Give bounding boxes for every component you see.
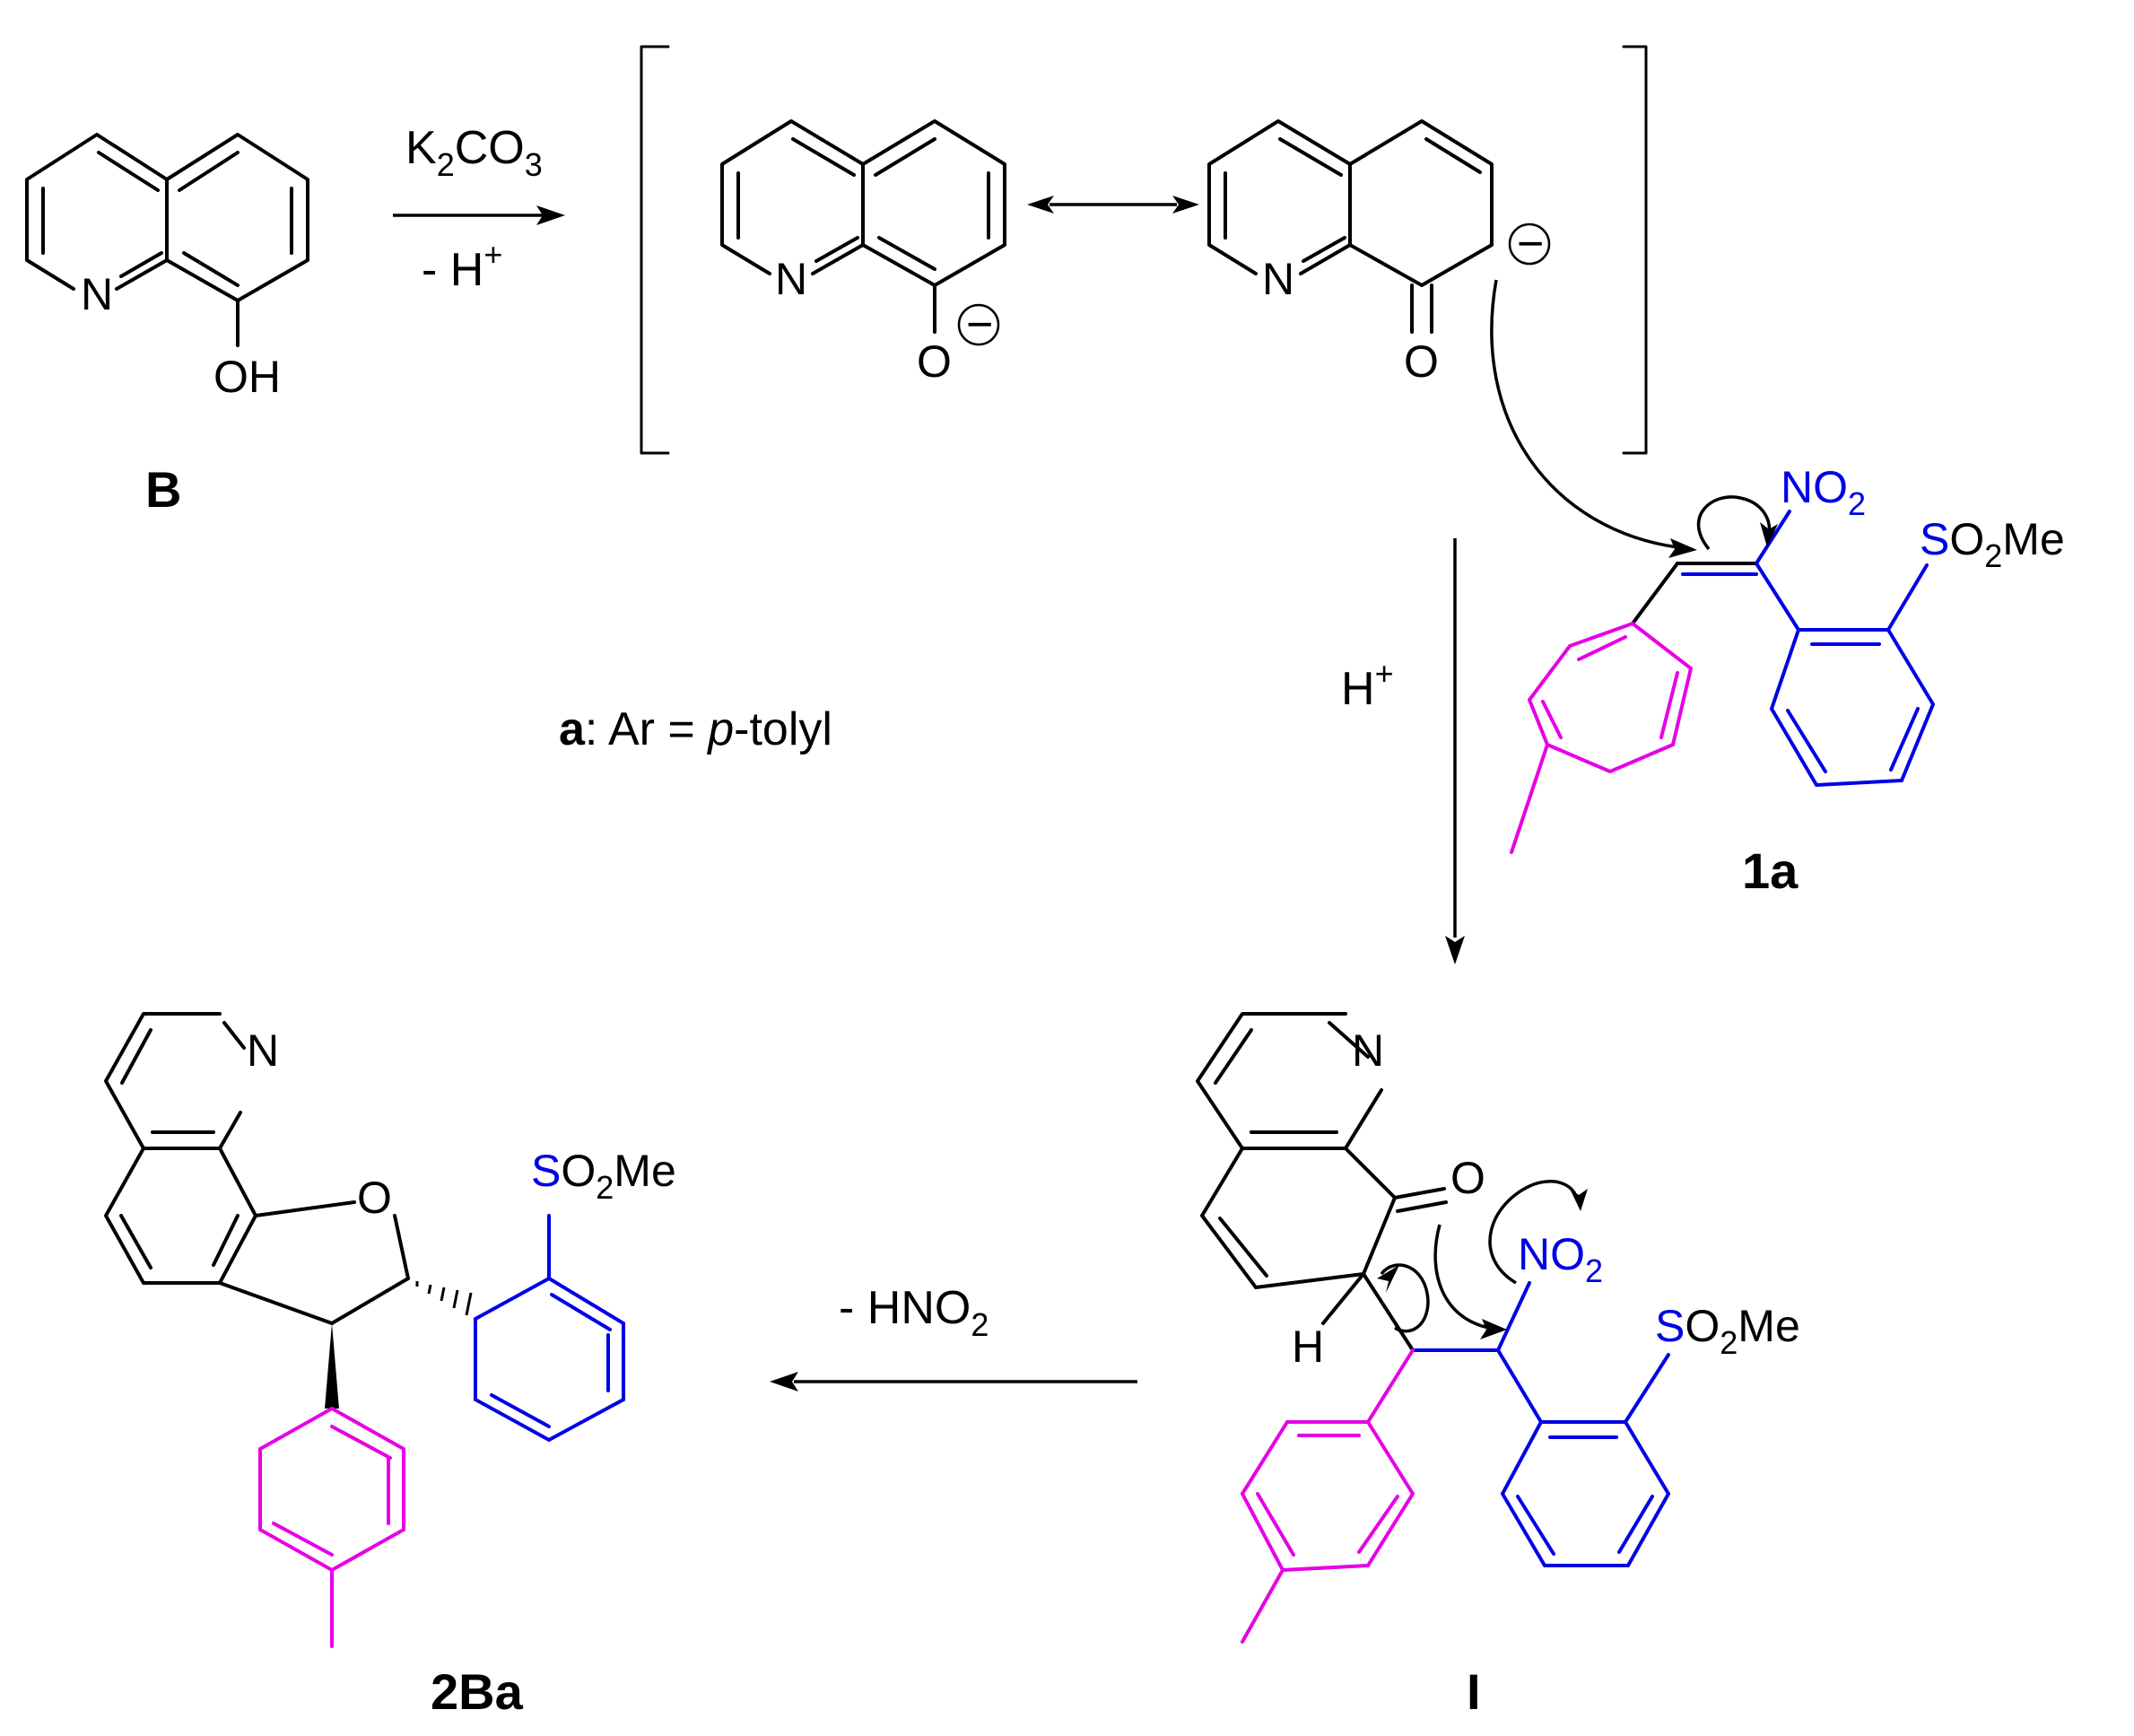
nitro-group: NO2: [1518, 1229, 1603, 1289]
step1-loss: - H+: [422, 236, 502, 296]
step1-arrow: K2CO3 - H+: [393, 122, 565, 296]
label-I: I: [1467, 1663, 1481, 1720]
resonance-arrow: [1027, 196, 1199, 214]
atom-N: N: [1352, 1025, 1384, 1076]
atom-N: N: [1262, 254, 1294, 304]
sulfonyl-group: SO2Me: [1920, 514, 2065, 574]
step3-arrow: - HNO2: [770, 1282, 1137, 1391]
label-1a: 1a: [1742, 842, 1799, 899]
resonance-brackets: [640, 45, 1648, 455]
substituent-note: a: Ar = p-tolyl: [559, 703, 832, 755]
atom-H: H: [1292, 1322, 1324, 1372]
sulfonyl-group: SO2Me: [531, 1146, 676, 1206]
atom-O: O: [1404, 336, 1439, 387]
negative-charge-icon: [957, 303, 1000, 346]
step2-arrow: H+: [1341, 538, 1465, 964]
label-2Ba: 2Ba: [431, 1663, 524, 1720]
atom-N: N: [81, 269, 113, 319]
negative-charge-icon: [1508, 222, 1551, 266]
atom-N: N: [247, 1025, 279, 1076]
charge-sign: −: [1517, 218, 1544, 270]
compound-B: N OH B: [25, 133, 309, 518]
phenoxide-anion: N O −: [720, 119, 1006, 387]
step2-reagent: H+: [1341, 655, 1394, 715]
carbanion: N O −: [1207, 119, 1697, 558]
nitroalkene-1a: NO2 SO2Me 1a: [1510, 462, 2065, 899]
intermediate-I: N O H NO2 SO2Me I: [1196, 1012, 1800, 1720]
step3-reagent: - HNO2: [839, 1282, 989, 1343]
atom-N: N: [775, 254, 807, 304]
atom-O: O: [357, 1173, 392, 1223]
sulfonyl-group: SO2Me: [1655, 1301, 1800, 1361]
atom-OH: OH: [213, 352, 281, 402]
atom-O: O: [917, 336, 952, 387]
nitro-group: NO2: [1781, 462, 1866, 522]
product-2Ba: N O SO2Me 2Ba: [104, 1012, 676, 1720]
charge-sign: −: [966, 299, 993, 351]
step1-reagent: K2CO3: [405, 122, 543, 183]
atom-O: O: [1450, 1153, 1485, 1203]
label-B: B: [145, 461, 181, 518]
